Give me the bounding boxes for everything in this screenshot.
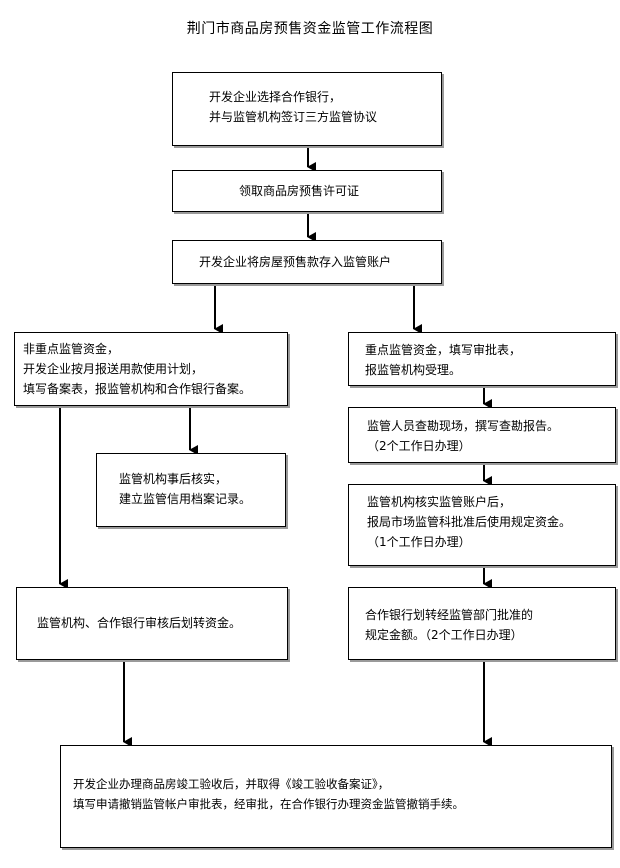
step-line: 重点监管资金，填写审批表， bbox=[365, 343, 522, 357]
step-line: （1个工作日办理） bbox=[367, 535, 471, 549]
step-deposit-funds: 开发企业将房屋预售款存入监管账户 bbox=[172, 240, 442, 284]
step-line: 并与监管机构签订三方监管协议 bbox=[209, 110, 378, 124]
step-line: （2个工作日办理） bbox=[367, 439, 471, 453]
step-line: 监管机构核实监管账户后， bbox=[367, 495, 512, 509]
step-completion-release: 开发企业办理商品房竣工验收后，并取得《竣工验收备案证》， 填写申请撤销监管帐户审… bbox=[60, 745, 612, 848]
step-review-transfer: 监管机构、合作银行审核后划转资金。 bbox=[16, 587, 288, 660]
step-line: 非重点监管资金， bbox=[23, 342, 120, 356]
step-line: 规定金额。（2个工作日办理） bbox=[365, 628, 523, 642]
step-bank-transfer: 合作银行划转经监管部门批准的 规定金额。（2个工作日办理） bbox=[348, 587, 616, 660]
step-presale-permit: 领取商品房预售许可证 bbox=[172, 170, 442, 212]
step-line: 监管人员查勘现场，撰写查勘报告。 bbox=[367, 419, 560, 433]
step-site-inspection: 监管人员查勘现场，撰写查勘报告。 （2个工作日办理） bbox=[348, 407, 616, 463]
step-key-funds: 重点监管资金，填写审批表， 报监管机构受理。 bbox=[348, 332, 616, 386]
step-select-bank: 开发企业选择合作银行， 并与监管机构签订三方监管协议 bbox=[172, 72, 442, 146]
step-line: 报监管机构受理。 bbox=[365, 363, 462, 377]
step-line: 报局市场监管科批准后使用规定资金。 bbox=[367, 515, 572, 529]
step-line: 开发企业将房屋预售款存入监管账户 bbox=[199, 255, 392, 269]
step-post-verification: 监管机构事后核实， 建立监管信用档案记录。 bbox=[96, 453, 286, 527]
step-line: 监管机构、合作银行审核后划转资金。 bbox=[37, 616, 242, 630]
step-account-verification: 监管机构核实监管账户后， 报局市场监管科批准后使用规定资金。 （1个工作日办理） bbox=[348, 484, 616, 566]
step-line: 填写备案表，报监管机构和合作银行备案。 bbox=[23, 382, 252, 396]
step-line: 合作银行划转经监管部门批准的 bbox=[365, 608, 534, 622]
step-line: 监管机构事后核实， bbox=[119, 472, 228, 486]
step-line: 开发企业选择合作银行， bbox=[209, 90, 342, 104]
step-line: 领取商品房预售许可证 bbox=[239, 184, 360, 198]
step-line: 开发企业按月报送用款使用计划， bbox=[23, 362, 204, 376]
step-line: 开发企业办理商品房竣工验收后，并取得《竣工验收备案证》， bbox=[73, 777, 390, 791]
diagram-title: 荆门市商品房预售资金监管工作流程图 bbox=[186, 21, 434, 37]
step-line: 建立监管信用档案记录。 bbox=[119, 492, 252, 506]
step-line: 填写申请撤销监管帐户审批表，经审批，在合作银行办理资金监管撤销手续。 bbox=[73, 797, 464, 811]
step-non-key-funds: 非重点监管资金， 开发企业按月报送用款使用计划， 填写备案表，报监管机构和合作银… bbox=[14, 332, 288, 406]
